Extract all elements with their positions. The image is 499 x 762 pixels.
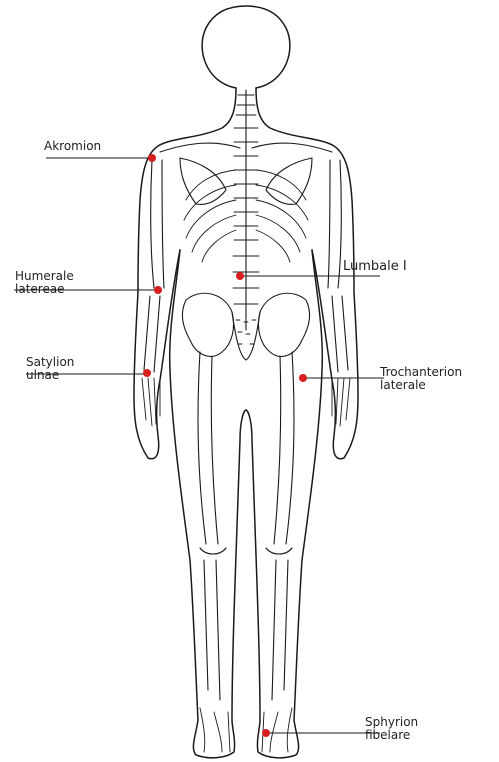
akromion-marker — [148, 154, 156, 162]
sphyrion-label-line2: fibelare — [365, 728, 410, 742]
sphyrion-label-line1: Sphyrion — [365, 715, 418, 729]
humerale-label-line1: Humerale — [15, 269, 74, 283]
akromion-label-line1: Akromion — [44, 139, 101, 153]
trochanterion-marker — [299, 374, 307, 382]
humerale-marker — [154, 286, 162, 294]
satylion-marker — [143, 369, 151, 377]
satylion-label-line1: Satylion — [26, 355, 74, 369]
lumbale-label: Lumbale I — [343, 260, 407, 273]
akromion-label: Akromion — [44, 140, 101, 153]
lumbale-label-line1: Lumbale I — [343, 259, 407, 274]
trochanterion-label-line1: Trochanterion — [380, 365, 462, 379]
trochanterion-label-line2: laterale — [380, 378, 426, 392]
satylion-label-line2: ulnae — [26, 368, 59, 382]
humerale-label-line2: latereae — [15, 282, 65, 296]
lumbale-marker — [236, 272, 244, 280]
landmark-markers — [143, 154, 307, 737]
sphyrion-marker — [262, 729, 270, 737]
